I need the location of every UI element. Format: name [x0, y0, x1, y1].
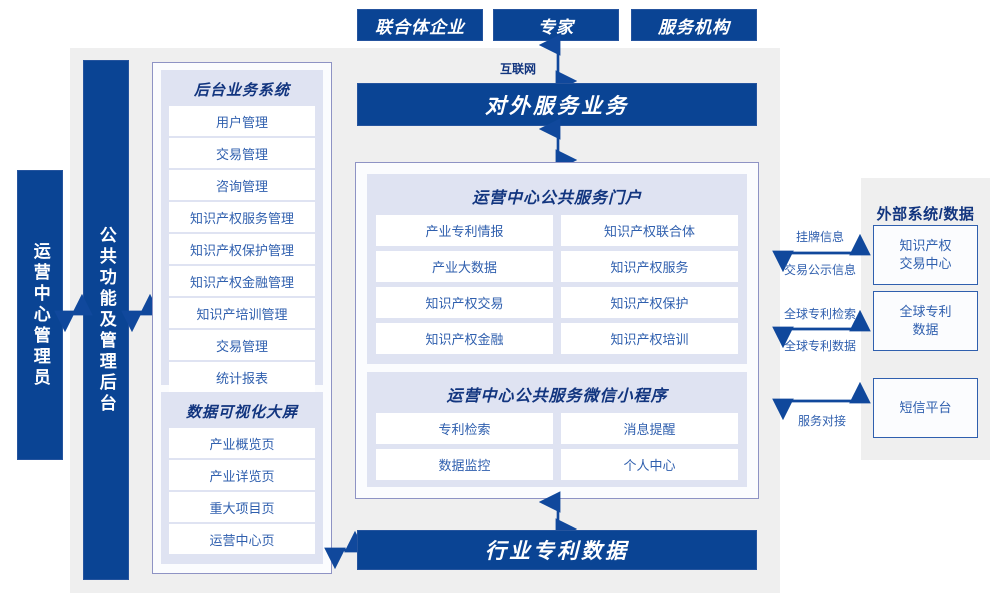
- role-operation-center-admin[interactable]: 运营中心管理员: [17, 170, 63, 460]
- backend-item-6[interactable]: 知识产权金融管理: [169, 266, 315, 296]
- backend-item-9[interactable]: 统计报表: [169, 362, 315, 392]
- portal-item-left-2[interactable]: 产业大数据: [376, 251, 553, 282]
- portal-item-left-3[interactable]: 知识产权交易: [376, 287, 553, 318]
- backend-item-3[interactable]: 咨询管理: [169, 170, 315, 200]
- top-actor-service-agency[interactable]: 服务机构: [631, 9, 757, 41]
- public-service-portal-title: 运营中心公共服务门户: [471, 190, 642, 207]
- backend-item-1[interactable]: 用户管理: [169, 106, 315, 136]
- miniprogram-item-left-2[interactable]: 数据监控: [376, 449, 553, 480]
- top-actor-union-enterprise[interactable]: 联合体企业: [357, 9, 483, 41]
- portal-item-left-4[interactable]: 知识产权金融: [376, 323, 553, 354]
- portal-item-left-1[interactable]: 产业专利情报: [376, 215, 553, 246]
- backend-item-7[interactable]: 知识产培训管理: [169, 298, 315, 328]
- backend-business-system-title: 后台业务系统: [193, 82, 290, 99]
- portal-item-right-1[interactable]: 知识产权联合体: [561, 215, 738, 246]
- role-public-function-backend[interactable]: 公共功能及管理后台: [83, 60, 129, 580]
- visualization-item-1[interactable]: 产业概览页: [169, 428, 315, 458]
- external-system-ip-exchange-label: 知识产权 交易中心: [899, 238, 952, 271]
- industry-patent-data-bar[interactable]: 行业专利数据: [357, 530, 757, 570]
- public-service-portal-panel: 运营中心公共服务门户 产业专利情报知识产权联合体产业大数据知识产权服务知识产权交…: [367, 174, 747, 364]
- wechat-miniprogram-title: 运营中心公共服务微信小程序: [446, 388, 668, 405]
- internet-label: 互联网: [499, 62, 536, 76]
- backend-item-5[interactable]: 知识产权保护管理: [169, 234, 315, 264]
- portal-to-industry-data-arrow-icon: [538, 491, 578, 540]
- connector-label-trade-public-info: 交易公示信息: [783, 263, 856, 277]
- portal-item-right-4[interactable]: 知识产权培训: [561, 323, 738, 354]
- internet-arrow-icon: [538, 34, 578, 92]
- connector-arrow-global-patent-icon: [772, 309, 871, 349]
- connector-label-service-docking: 服务对接: [797, 414, 846, 428]
- portal-item-right-2[interactable]: 知识产权服务: [561, 251, 738, 282]
- connector-arrow-sms-icon: [772, 381, 871, 421]
- visualization-item-4[interactable]: 运营中心页: [169, 524, 315, 554]
- external-system-sms-platform-label: 短信平台: [899, 400, 952, 416]
- backend-to-industry-data-arrow-icon: [324, 530, 366, 570]
- top-actor-expert[interactable]: 专家: [493, 9, 619, 41]
- role-operation-center-admin-label: 运营中心管理员: [30, 241, 50, 389]
- backend-business-system-panel: 后台业务系统 用户管理交易管理咨询管理知识产权服务管理知识产权保护管理知识产权金…: [161, 70, 323, 392]
- connector-label-global-patent-search: 全球专利检索: [783, 307, 856, 321]
- wechat-miniprogram-panel: 运营中心公共服务微信小程序 专利检索消息提醒数据监控个人中心: [367, 372, 747, 487]
- external-system-global-patent-data[interactable]: 全球专利 数据: [873, 291, 978, 351]
- service-to-portal-arrow-icon: [538, 118, 578, 171]
- portal-item-right-3[interactable]: 知识产权保护: [561, 287, 738, 318]
- role-public-function-backend-label: 公共功能及管理后台: [96, 225, 116, 415]
- backend-to-systems-arrow-icon: [121, 293, 161, 333]
- external-system-ip-exchange[interactable]: 知识产权 交易中心: [873, 225, 978, 285]
- external-service-bar[interactable]: 对外服务业务: [357, 83, 757, 126]
- connector-label-global-patent-data: 全球专利数据: [783, 339, 856, 353]
- external-systems-title: 外部系统/数据: [876, 206, 975, 223]
- visualization-item-3[interactable]: 重大项目页: [169, 492, 315, 522]
- visualization-item-2[interactable]: 产业详览页: [169, 460, 315, 490]
- connector-arrow-ip-exchange-icon: [772, 233, 871, 273]
- external-system-global-patent-data-label: 全球专利 数据: [899, 304, 952, 337]
- miniprogram-item-right-2[interactable]: 个人中心: [561, 449, 738, 480]
- external-system-sms-platform[interactable]: 短信平台: [873, 378, 978, 438]
- backend-item-2[interactable]: 交易管理: [169, 138, 315, 168]
- miniprogram-item-right-1[interactable]: 消息提醒: [561, 413, 738, 444]
- data-visualization-panel: 数据可视化大屏 产业概览页产业详览页重大项目页运营中心页: [161, 392, 323, 564]
- backend-item-8[interactable]: 交易管理: [169, 330, 315, 360]
- admin-to-backend-arrow-icon: [54, 293, 93, 333]
- data-visualization-title: 数据可视化大屏: [185, 404, 298, 421]
- miniprogram-item-left-1[interactable]: 专利检索: [376, 413, 553, 444]
- backend-item-4[interactable]: 知识产权服务管理: [169, 202, 315, 232]
- connector-label-listing-info: 挂牌信息: [795, 230, 844, 244]
